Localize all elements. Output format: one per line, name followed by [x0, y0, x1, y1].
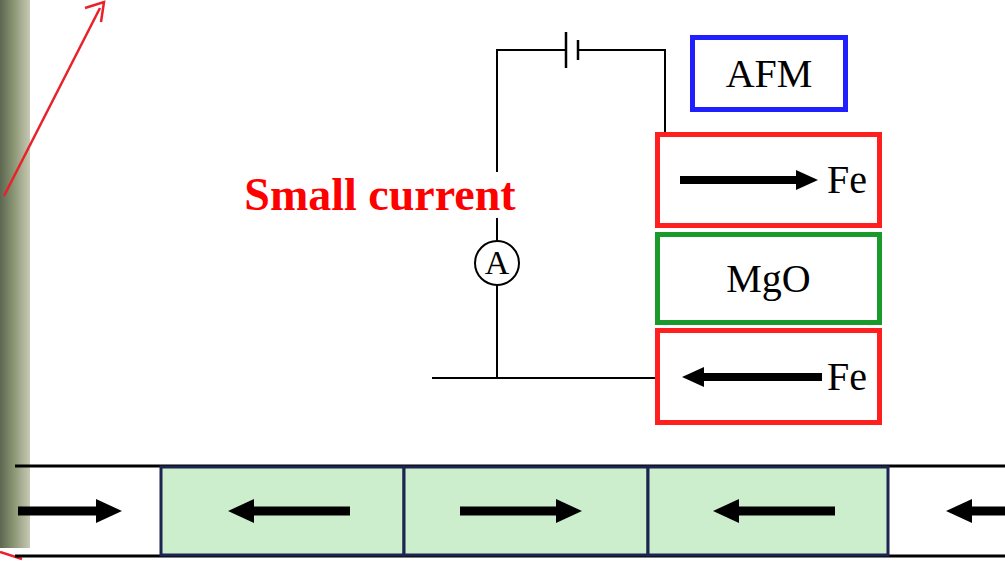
pointer-line — [4, 8, 100, 196]
fe-layer: Fe — [655, 132, 882, 228]
pointer-head — [85, 2, 104, 22]
domain-cell — [648, 467, 888, 555]
layer-name: MgO — [726, 259, 810, 299]
magnet-arrow — [680, 176, 800, 184]
fe-layer: Fe — [655, 328, 882, 425]
magnet-arrow — [796, 170, 818, 190]
ammeter-symbol — [475, 241, 519, 285]
ammeter-label: A — [485, 246, 510, 280]
current-label: Small current — [244, 172, 515, 218]
layer-name: AFM — [726, 54, 813, 94]
magnet-arrow — [682, 367, 704, 387]
mgo-layer: MgO — [655, 232, 882, 325]
layer-name: Fe — [827, 357, 867, 397]
domain-cell — [161, 467, 404, 555]
magnet-arrow — [700, 373, 822, 381]
domain-cell — [404, 467, 648, 555]
battery-symbol — [577, 40, 580, 60]
domain-arrows — [18, 499, 1005, 523]
battery-symbol — [565, 32, 568, 68]
wire — [496, 285, 498, 378]
layer-name: Fe — [827, 160, 867, 200]
afm-layer: AFM — [690, 35, 848, 112]
wire — [578, 50, 665, 132]
wire — [432, 377, 657, 379]
